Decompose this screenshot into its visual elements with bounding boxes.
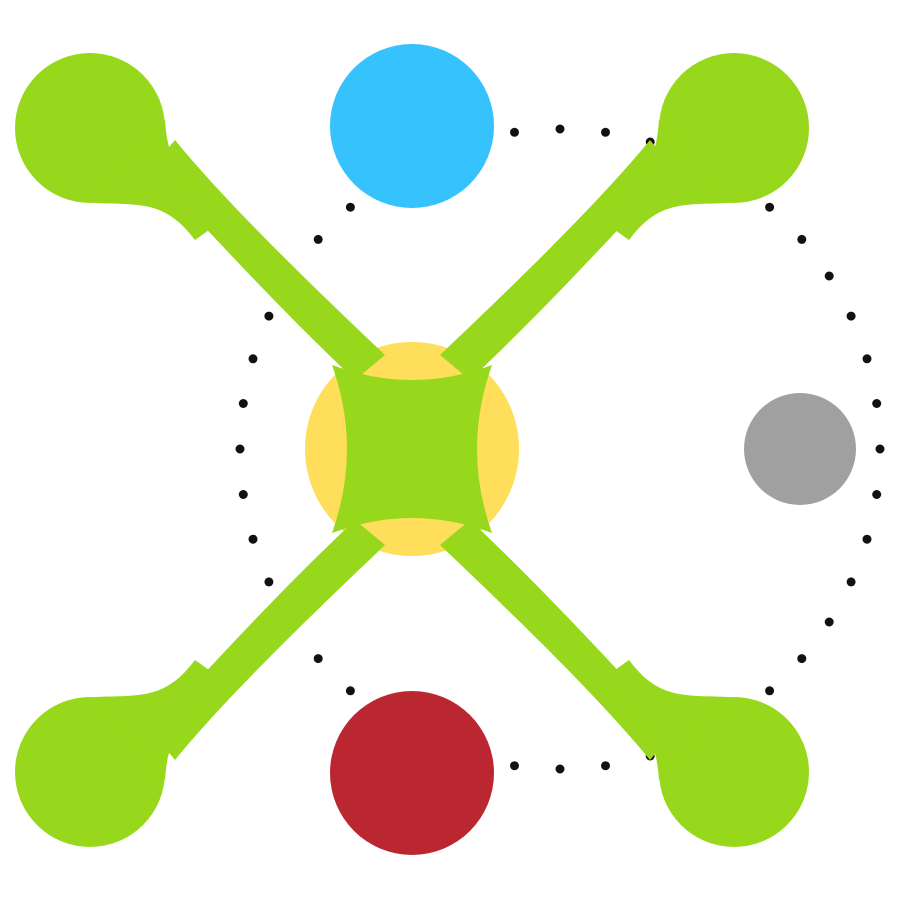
orbit-dot xyxy=(824,617,834,627)
x-neck-top-right xyxy=(594,120,729,240)
orbit-dot xyxy=(765,202,775,212)
gray-node xyxy=(744,393,856,505)
orbit-dot xyxy=(824,271,834,281)
orbit-dot xyxy=(862,354,872,364)
x-neck-bottom-right xyxy=(594,660,729,780)
x-neck-top-left xyxy=(95,120,230,240)
orbit-dot xyxy=(345,686,355,696)
orbit-dot xyxy=(248,534,258,544)
orbit-dot xyxy=(248,354,258,364)
orbit-dot xyxy=(313,234,323,244)
orbit-dot xyxy=(264,577,274,587)
blue-node xyxy=(330,44,494,208)
orbit-dot xyxy=(601,127,610,137)
orbit-dot xyxy=(238,399,248,408)
red-node xyxy=(330,691,494,855)
orbit-dot xyxy=(862,534,872,544)
orbit-dot xyxy=(601,761,610,771)
x-molecule-icon xyxy=(15,53,809,847)
orbit-dot xyxy=(797,234,807,244)
orbit-dot xyxy=(875,444,885,454)
orbit-dot xyxy=(238,490,248,499)
orbit-dot xyxy=(313,654,323,664)
orbit-dot xyxy=(765,686,775,696)
orbit-dot xyxy=(555,124,565,134)
orbit-dot xyxy=(846,577,856,587)
x-center-body xyxy=(332,365,492,533)
orbit-dot xyxy=(510,127,519,137)
orbit-dot xyxy=(872,399,882,408)
orbit-dot xyxy=(345,202,355,212)
orbit-dot xyxy=(872,490,882,499)
orbit-dot xyxy=(264,311,274,321)
orbit-dot xyxy=(797,654,807,664)
orbit-dot xyxy=(846,311,856,321)
orbit-dot xyxy=(235,444,245,454)
x-neck-bottom-left xyxy=(95,660,230,780)
orbit-dot xyxy=(510,761,519,771)
orbit-dot xyxy=(555,764,565,774)
